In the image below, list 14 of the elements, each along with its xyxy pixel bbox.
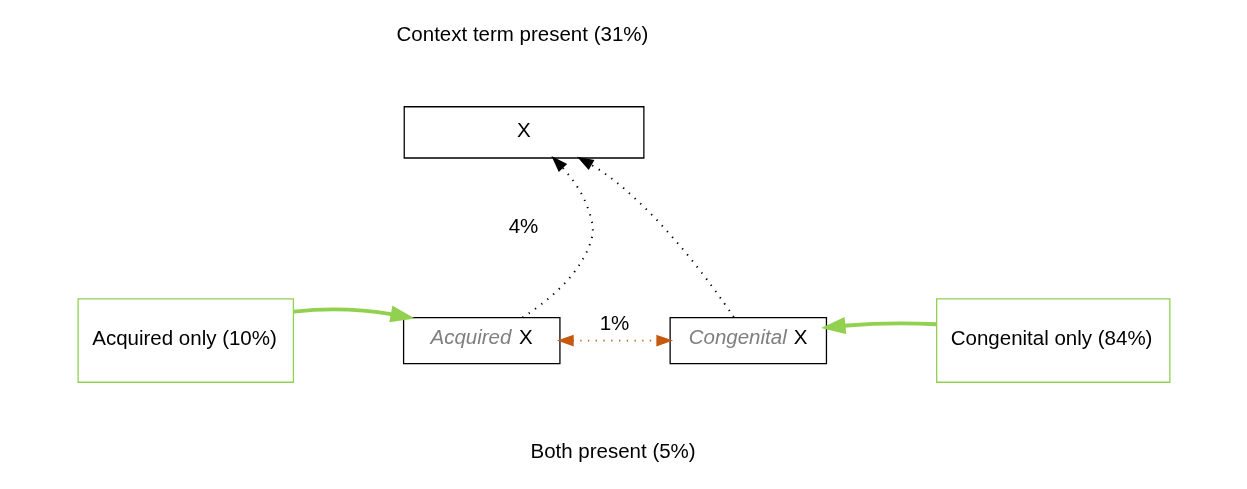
arrow [556,334,673,347]
node-box: Congenital X [669,316,827,365]
node-box: Acquired only (10%) [77,298,294,383]
node-box: Congenital only (84%) [935,298,1170,383]
arrow [521,156,594,319]
arrow [293,305,415,323]
label: Context term present (31%) [396,22,648,46]
node-box: X [403,106,644,159]
arrow [820,317,937,335]
label: Both present (5%) [529,438,696,462]
label: 4% [508,214,538,238]
arrow [576,156,735,318]
edge-label: 1% [599,311,629,335]
node-box: Acquired X [402,316,561,365]
